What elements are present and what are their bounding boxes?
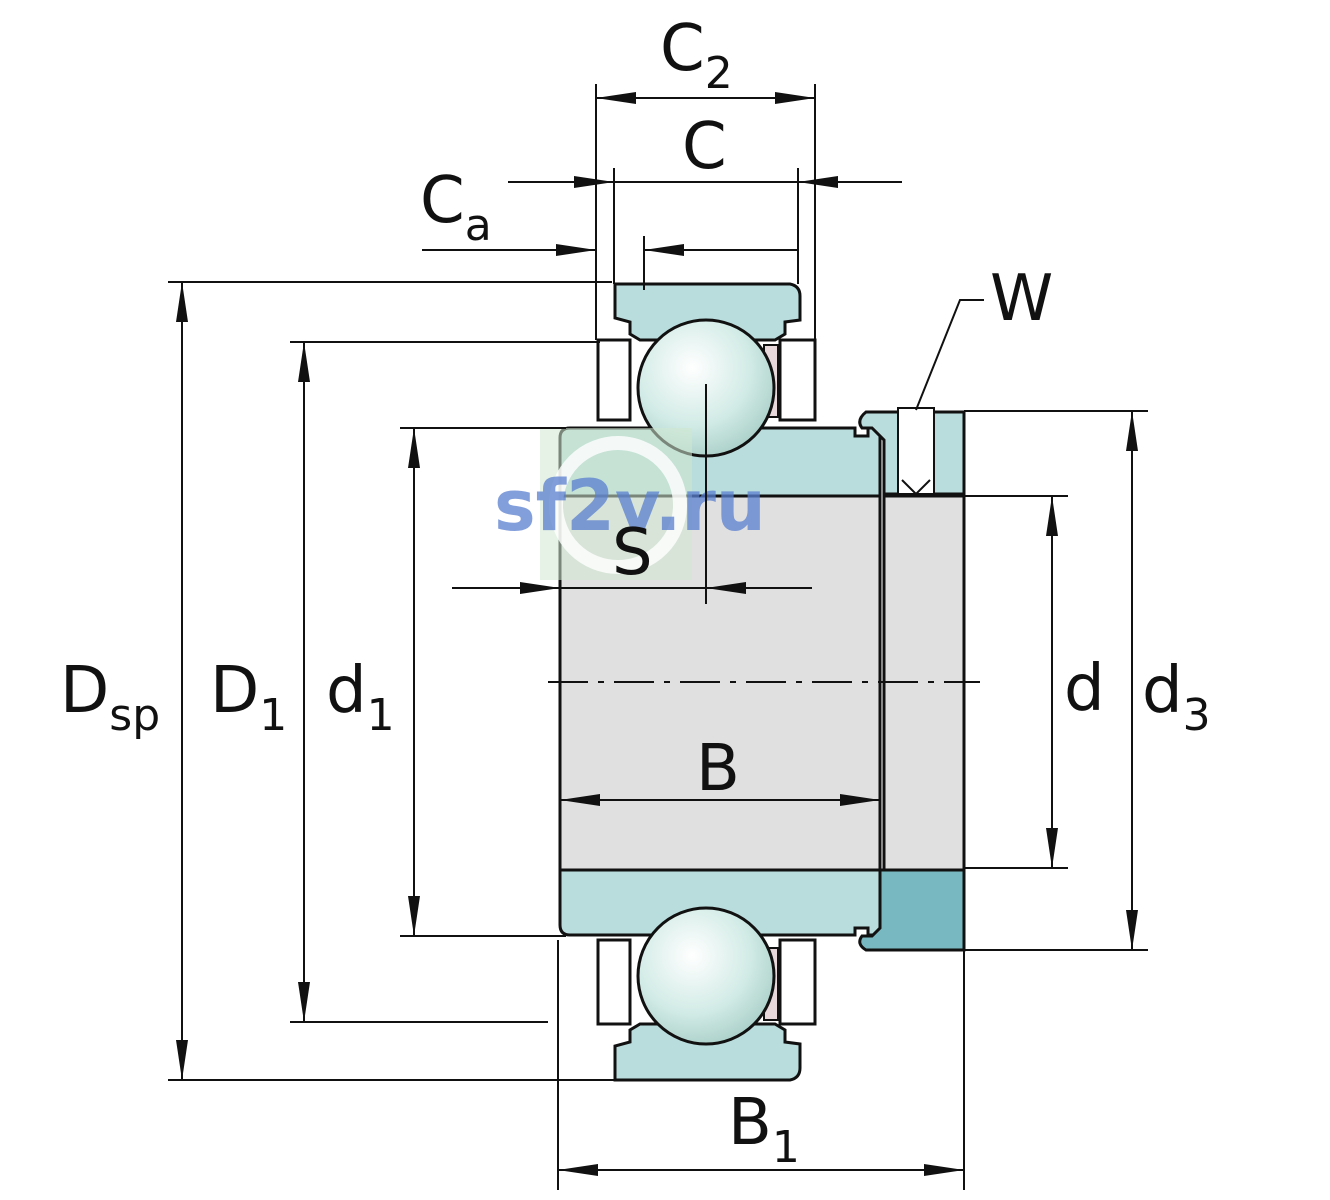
watermark-text: sf2v.ru	[494, 465, 766, 547]
outer-ring-bottom	[613, 1022, 802, 1082]
label-d1-outer: D1	[210, 654, 287, 741]
label-d3: d3	[1142, 654, 1211, 741]
dimension-lines	[176, 92, 1138, 1176]
seal-left-top	[596, 338, 632, 422]
label-b1: B1	[728, 1086, 800, 1173]
locking-collar-bottom	[858, 868, 966, 952]
seal-right-bottom	[778, 938, 817, 1026]
outer-ring-top	[613, 282, 802, 342]
seal-left-bottom	[596, 938, 632, 1026]
ball-bottom	[636, 906, 776, 1046]
label-w: W	[990, 262, 1053, 336]
set-screw-tip	[901, 479, 931, 496]
set-screw	[897, 407, 935, 495]
seal-right-top	[778, 338, 817, 422]
label-dsp: Dsp	[60, 654, 160, 741]
labels: C2 C Ca W S Dsp D1 d1 d d3 B	[60, 12, 1211, 1173]
label-c: C	[682, 110, 727, 184]
label-c2: C2	[660, 12, 733, 99]
extension-lines	[168, 84, 1148, 1190]
label-b: B	[696, 732, 740, 806]
label-ca: Ca	[420, 164, 492, 251]
label-d1-inner: d1	[326, 654, 395, 741]
label-s: S	[612, 516, 653, 590]
label-d: d	[1064, 652, 1105, 726]
watermark-logo: sf2v.ru	[494, 428, 766, 580]
